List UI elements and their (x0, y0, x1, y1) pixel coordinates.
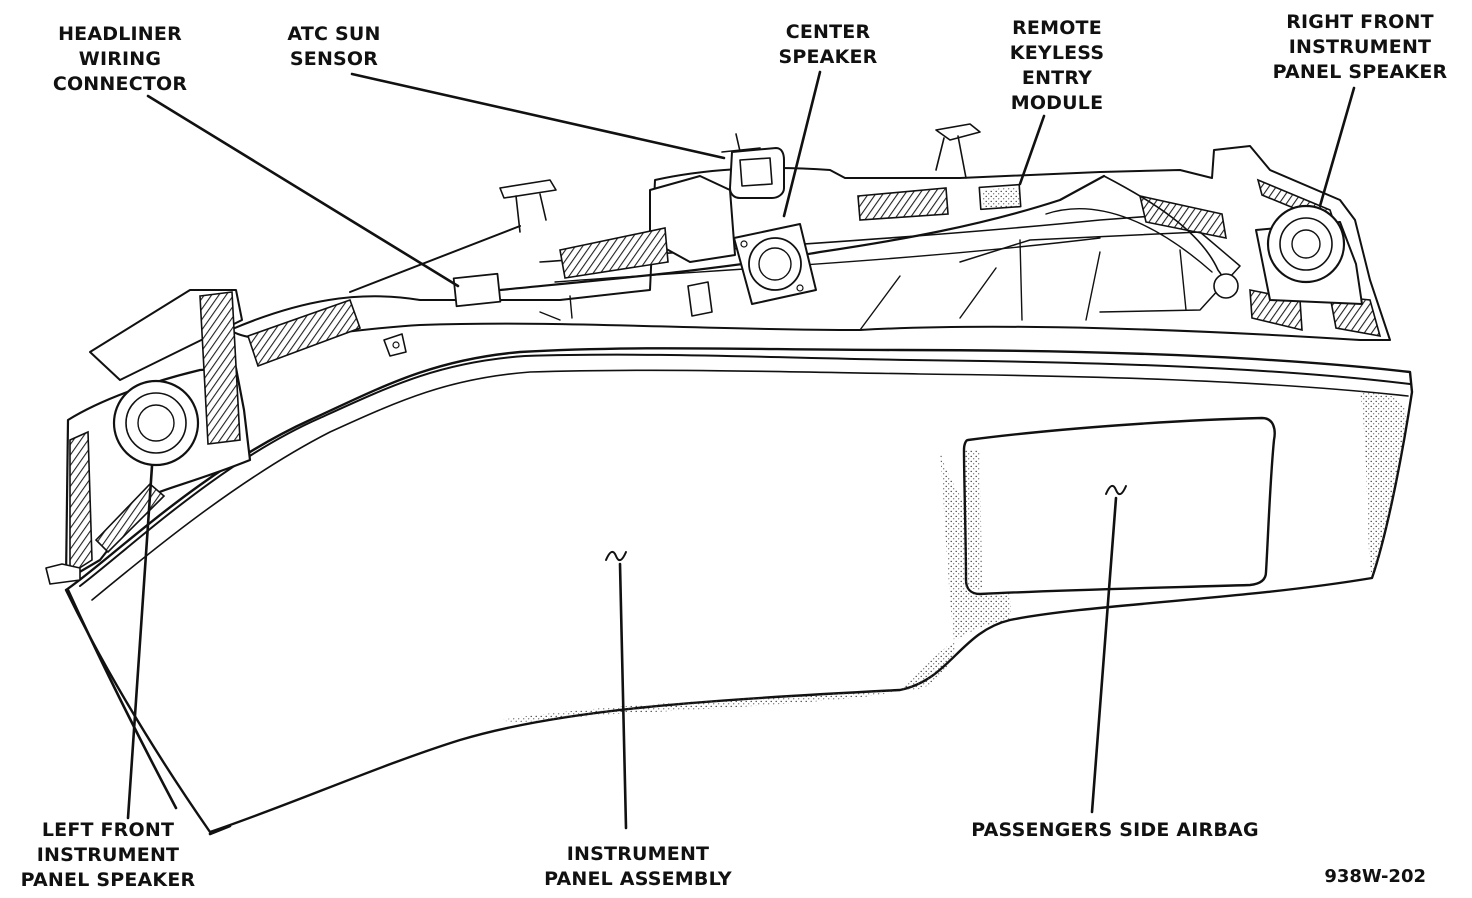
label-instrument-panel-assembly: INSTRUMENT PANEL ASSEMBLY (540, 842, 736, 892)
label-line: PANEL SPEAKER (20, 869, 196, 891)
label-line: ENTRY (1021, 67, 1093, 89)
label-line: PASSENGERS SIDE AIRBAG (971, 819, 1259, 841)
right-speaker-pod (1255, 204, 1363, 305)
label-left-front-instrument-panel-speaker: LEFT FRONT INSTRUMENT PANEL SPEAKER (14, 818, 202, 893)
label-line: INSTRUMENT (36, 844, 180, 866)
leader-lines (66, 70, 1356, 836)
label-atc-sun-sensor: ATC SUN SENSOR (264, 22, 404, 72)
label-line: HEADLINER (58, 23, 182, 45)
label-line: INSTRUMENT (566, 843, 710, 865)
label-passengers-side-airbag: PASSENGERS SIDE AIRBAG (960, 818, 1270, 843)
label-center-speaker: CENTER SPEAKER (766, 20, 890, 70)
left-speaker-pod (45, 289, 252, 585)
label-line: PANEL SPEAKER (1272, 61, 1448, 83)
label-line: KEYLESS (1009, 42, 1105, 64)
label-line: CENTER (785, 21, 871, 43)
figure-id: 938W-202 (1324, 866, 1426, 887)
label-line: PANEL ASSEMBLY (544, 868, 732, 890)
airbag-marker (1105, 484, 1127, 496)
label-right-front-instrument-panel-speaker: RIGHT FRONT INSTRUMENT PANEL SPEAKER (1262, 10, 1458, 85)
label-line: MODULE (1010, 92, 1104, 114)
airbag-door (962, 416, 1276, 596)
label-line: INSTRUMENT (1288, 36, 1432, 58)
label-line: WIRING (78, 48, 162, 70)
label-line: LEFT FRONT (41, 819, 175, 841)
label-line: SPEAKER (778, 46, 878, 68)
label-line: ATC SUN (287, 23, 381, 45)
label-line: SENSOR (289, 48, 379, 70)
label-line: CONNECTOR (52, 73, 188, 95)
label-remote-keyless-entry-module: REMOTE KEYLESS ENTRY MODULE (992, 16, 1122, 116)
label-headliner-wiring-connector: HEADLINER WIRING CONNECTOR (40, 22, 200, 97)
panel-marker (605, 550, 627, 562)
dash-upper-structure (229, 123, 1391, 368)
label-line: RIGHT FRONT (1286, 11, 1434, 33)
label-line: REMOTE (1012, 17, 1102, 39)
